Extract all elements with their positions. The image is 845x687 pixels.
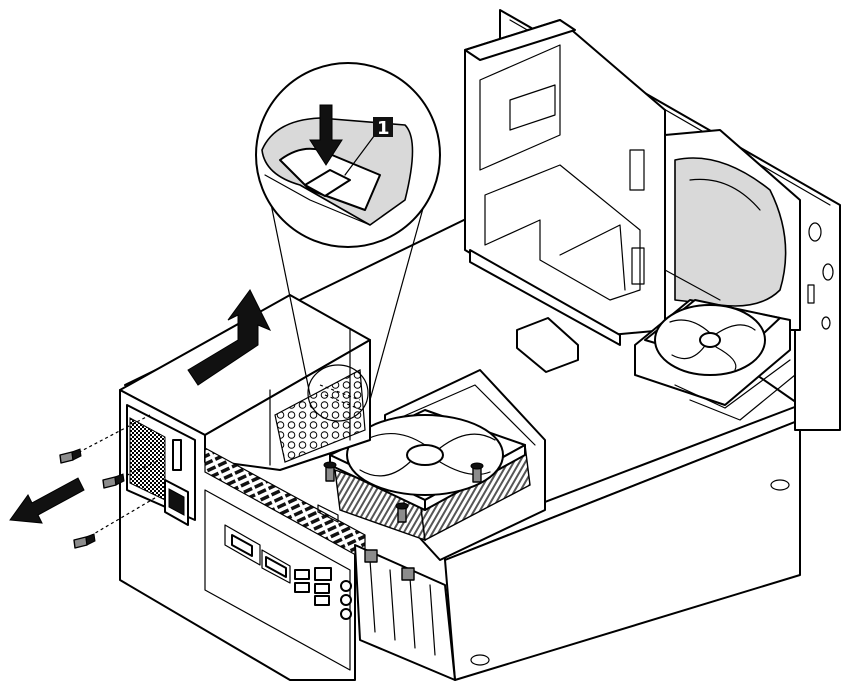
press-down-arrow-icon [309, 104, 343, 166]
callout-number: 1 [377, 118, 390, 139]
rear-panel [119, 389, 456, 681]
psu-screws [59, 414, 161, 549]
motherboard-connector [516, 317, 579, 373]
system-fan [634, 299, 796, 421]
slide-back-arrow-icon [187, 289, 272, 386]
callout-number-box [373, 117, 393, 137]
screw-icon [59, 448, 82, 464]
drive-cage [464, 19, 666, 346]
cpu-heatsink-fan [323, 369, 546, 561]
release-tab-detail: 1 [255, 62, 441, 422]
heatsink-screw [323, 461, 337, 482]
direction-arrows [9, 289, 272, 524]
heatsink-screw [470, 462, 484, 483]
screw-icon [102, 473, 125, 489]
hard-disk-drive [664, 129, 801, 331]
lift-out-arrow-icon [9, 477, 85, 524]
screw-icon [73, 533, 96, 549]
heatsink-screw [395, 502, 409, 523]
